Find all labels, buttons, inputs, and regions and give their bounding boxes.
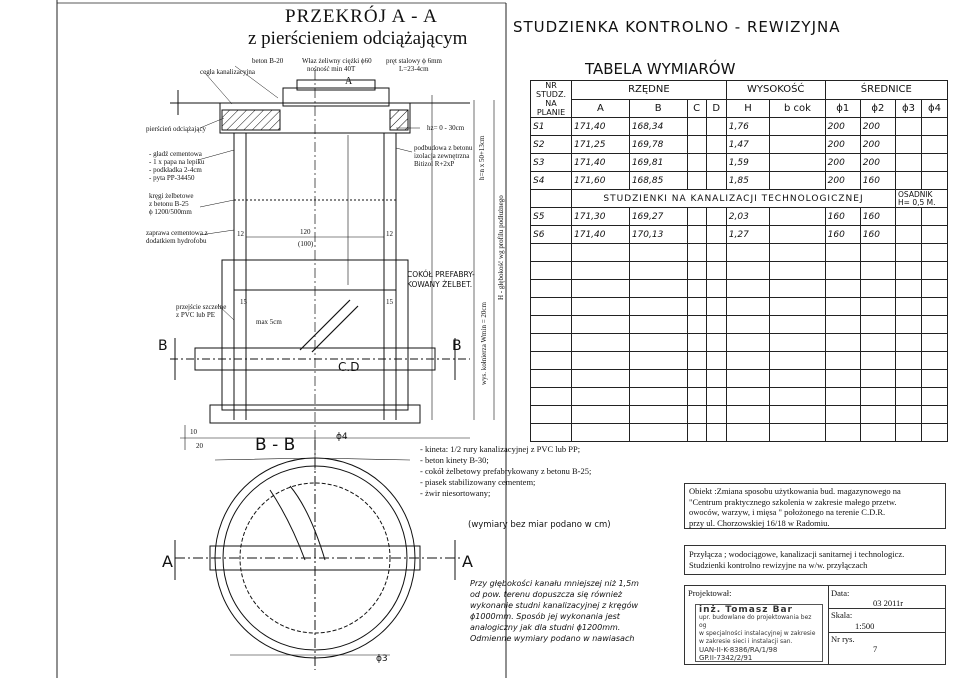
section-aa-drawing: [170, 65, 495, 450]
header-nr: NR STUDZ. NA PLANIE: [530, 80, 572, 118]
section-subtitle: z pierścieniem odciążającym: [248, 28, 468, 49]
header-srednice: ŚREDNICE: [824, 80, 949, 100]
label-phi4: ϕ4: [336, 432, 348, 442]
label-cegla: cegła kanalizacyjna: [200, 68, 255, 76]
label-pierscien: pierścień odciążający: [146, 125, 207, 133]
header-a: A: [571, 98, 630, 118]
dimension-10: 10: [190, 428, 197, 436]
table-note-row: STUDZIENKI NA KANALIZACJI TECHNOLOGICZNE…: [530, 189, 948, 208]
header-d: D: [705, 98, 727, 118]
label-phi3: ϕ3: [376, 654, 388, 664]
legend: - kineta: 1/2 rury kanalizacyjnej z PVC …: [420, 444, 592, 498]
header-phi1: ϕ1: [824, 98, 861, 118]
section-title: PRZEKRÓJ A - A: [285, 6, 438, 27]
dimensions-note: (wymiary bez miar podano w cm): [468, 520, 611, 530]
scale-value: 1:500: [855, 621, 875, 631]
label-beton: beton B-20: [252, 57, 284, 65]
dimension-table: NR STUDZ. NA PLANIE RZĘDNE WYSOKOŚĆ ŚRED…: [530, 80, 949, 442]
header-phi2: ϕ2: [859, 98, 897, 118]
header-phi3: ϕ3: [895, 98, 922, 118]
date-label: Data:: [831, 588, 850, 598]
date-value: 03 2011r: [873, 598, 904, 608]
section-bb-title: B - B: [255, 435, 296, 455]
table-note: STUDZIENKI NA KANALIZACJI TECHNOLOGICZNE…: [570, 189, 897, 208]
depth-note: Przy głębokości kanału mniejszej niż 1,5…: [470, 579, 639, 643]
connections-description: Przyłącza ; wodociągowe, kanalizacji san…: [684, 545, 946, 575]
label-cokol: COKÓŁ PREFABRY-KOWANY ŻELBET.: [407, 270, 475, 289]
label-hz: hz= 0 - 30cm: [427, 124, 465, 132]
title-block: Projektował: Data: 03 2011r Skala: 1:500…: [684, 585, 946, 665]
document-title: STUDZIENKA KONTROLNO - REWIZYJNA: [513, 18, 841, 36]
object-description: Obiekt :Zmiana sposobu użytkowania bud. …: [684, 483, 946, 529]
designer-stamp: inż. Tomasz Bar upr. budowlane do projek…: [695, 604, 823, 662]
label-wlaz: Właz żeliwny ciężki ϕ60: [302, 57, 372, 65]
section-bb-drawing: [174, 440, 460, 670]
drawing-number-value: 7: [873, 644, 878, 654]
label-b-left: B: [158, 338, 168, 354]
label-vertical-h: h=n x 50+13cm: [478, 135, 486, 180]
dimension-100: (100): [298, 240, 314, 248]
header-b: B: [628, 98, 688, 118]
label-gladz: - gładź cementowa- 1 x papa na lepiku- p…: [149, 150, 205, 182]
header-wysokosc: WYSOKOŚĆ: [725, 80, 826, 100]
label-letter-a: A: [345, 76, 353, 87]
label-max5: max 5cm: [256, 318, 282, 326]
drawing-number-label: Nr rys.: [831, 634, 855, 644]
label-wlaz-2: nośność min 40T: [307, 65, 356, 73]
header-c: C: [686, 98, 707, 118]
dimension-120: 120: [300, 228, 311, 236]
label-a-right: A: [462, 552, 473, 571]
dimension-15-right: 15: [386, 298, 393, 306]
label-pret-2: L=23-4cm: [399, 65, 429, 73]
dimension-15-left: 15: [240, 298, 247, 306]
header-bcok: b cok: [769, 98, 826, 118]
label-cd: C.D: [338, 360, 360, 374]
scale-label: Skala:: [831, 610, 853, 620]
dimension-12-right: 12: [386, 230, 393, 238]
label-a-left: A: [162, 552, 173, 571]
label-pret: pręt stalowy ϕ 6mm: [386, 57, 442, 65]
dimension-20: 20: [196, 442, 203, 450]
designer-label: Projektował:: [688, 588, 732, 598]
table-title: TABELA WYMIARÓW: [585, 60, 736, 78]
header-h: H: [725, 98, 771, 118]
header-rzedne: RZĘDNE: [571, 80, 727, 100]
dimension-12-left: 12: [237, 230, 244, 238]
label-b-right: B: [452, 338, 462, 354]
label-vertical-wmin: wys. kołnierza Wmin = 20cm: [480, 302, 488, 385]
header-phi4: ϕ4: [920, 98, 949, 118]
label-vertical-depth: H - głębokość wg profilu podłużnego: [497, 195, 505, 300]
